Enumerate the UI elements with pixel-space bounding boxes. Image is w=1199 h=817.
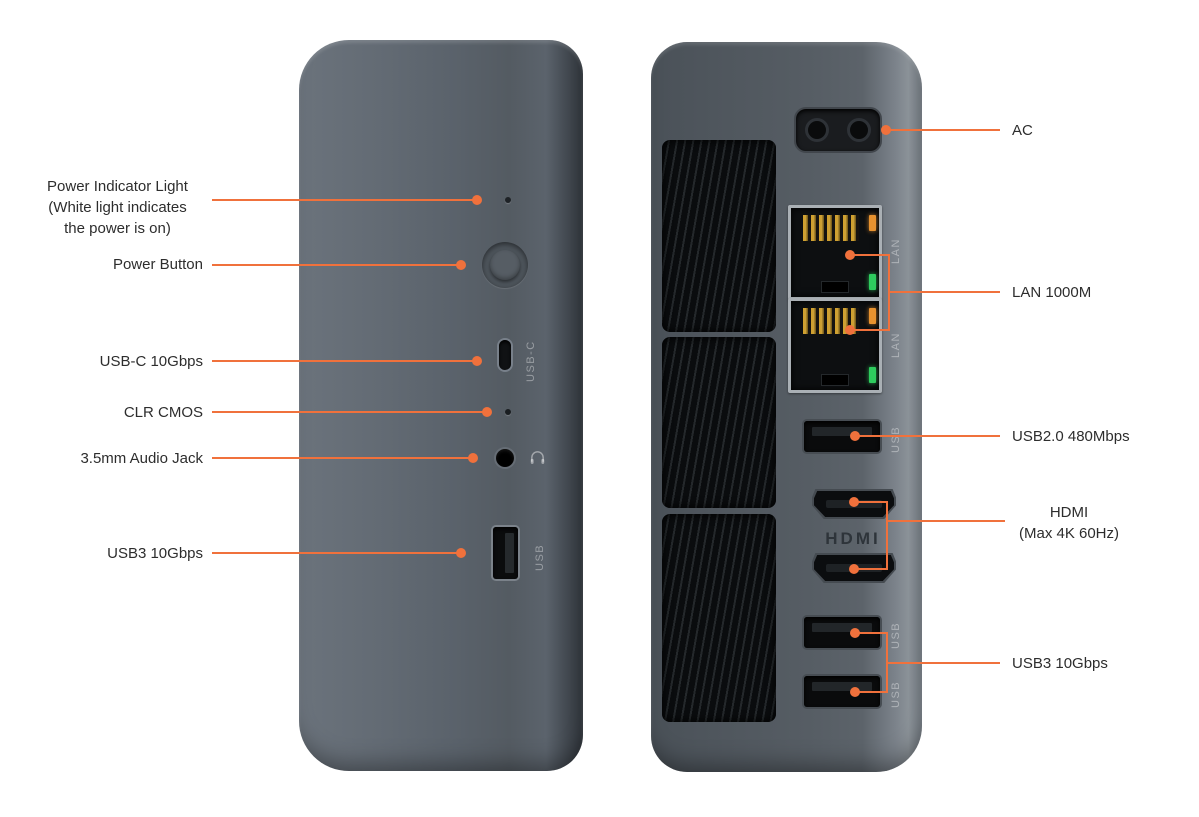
ac-pin [847, 118, 871, 142]
callout-dot-hdmi-2 [849, 564, 859, 574]
callout-stub-lan-2 [850, 329, 888, 331]
rear-panel-view: LAN LAN USB HDMI USB [651, 42, 922, 772]
usb3-port-1-label: USB [890, 621, 902, 649]
callout-line-lan [888, 291, 1000, 293]
lan-led-orange [869, 308, 876, 324]
callout-stub-lan-1 [850, 254, 888, 256]
callout-label-lan: LAN 1000M [1012, 284, 1092, 301]
usb-a-tongue [505, 533, 514, 573]
callout-label-usb3-rear: USB3 10Gbps [1012, 655, 1108, 672]
callout-line-clr-cmos [212, 411, 487, 413]
callout-dot-ac [881, 125, 891, 135]
ac-pin [805, 118, 829, 142]
headphone-icon [530, 451, 545, 464]
usb-c-port-label: USB-C [525, 340, 537, 382]
callout-dot-power-button [456, 260, 466, 270]
callout-bracket-hdmi [886, 501, 888, 570]
callout-dot-usb-c [472, 356, 482, 366]
callout-dot-usb3-rear-1 [850, 628, 860, 638]
callout-label-usb2: USB2.0 480Mbps [1012, 428, 1130, 445]
lan-port-1-label: LAN [890, 238, 902, 264]
power-indicator-label-line2: (White light indicates [48, 199, 187, 216]
callout-label-clr-cmos: CLR CMOS [123, 404, 203, 421]
callout-line-power-indicator [212, 199, 477, 201]
vent-grille-middle [662, 337, 776, 508]
callout-line-power-button [212, 264, 461, 266]
usb-tongue [812, 682, 872, 691]
audio-jack-port [496, 449, 514, 467]
callout-stub-usb3-rear-1 [855, 632, 888, 634]
callout-stub-hdmi-1 [854, 501, 888, 503]
callout-line-usb3-front [212, 552, 461, 554]
usb-a-port [493, 527, 518, 579]
usb-a-port-label: USB [534, 543, 546, 571]
hdmi-label-line1: HDMI [1049, 504, 1089, 521]
callout-label-hdmi: HDMI (Max 4K 60Hz) [1003, 502, 1135, 544]
power-indicator-label-line1: Power Indicator Light [47, 178, 188, 195]
usb2-port-label: USB [890, 425, 902, 453]
lan-port-1 [788, 205, 882, 300]
lan-led-orange [869, 215, 876, 231]
callout-line-usb3-rear [886, 662, 1000, 664]
ac-power-inlet [794, 107, 882, 153]
callout-line-usb-c [212, 360, 477, 362]
callout-dot-usb3-rear-2 [850, 687, 860, 697]
usb-c-port [499, 340, 511, 370]
callout-stub-usb3-rear-2 [855, 691, 888, 693]
callout-label-audio-jack: 3.5mm Audio Jack [80, 450, 203, 467]
clr-cmos-pinhole [505, 409, 511, 415]
callout-line-ac [886, 129, 1000, 131]
callout-line-audio-jack [212, 457, 473, 459]
callout-dot-lan-2 [845, 325, 855, 335]
hdmi-label-line2: (Max 4K 60Hz) [1018, 525, 1120, 542]
usb-tongue [812, 427, 872, 436]
lan-contact-pins [803, 215, 859, 241]
front-panel-view: USB-C USB [299, 40, 583, 771]
usb-tongue [812, 623, 872, 632]
lan-clip-notch [821, 281, 849, 293]
callout-dot-usb3-front [456, 548, 466, 558]
power-indicator-light [505, 197, 511, 203]
callout-dot-audio-jack [468, 453, 478, 463]
lan-port-2 [788, 298, 882, 393]
power-button [482, 242, 528, 288]
callout-label-power-indicator: Power Indicator Light (White light indic… [30, 176, 205, 239]
callout-dot-lan-1 [845, 250, 855, 260]
hdmi-embossed-text: HDMI [825, 529, 881, 548]
callout-dot-usb2 [850, 431, 860, 441]
callout-label-usb3-front: USB3 10Gbps [107, 545, 203, 562]
usb3-port-2-label: USB [890, 680, 902, 708]
power-indicator-label-line3: the power is on) [64, 220, 171, 237]
callout-dot-power-indicator [472, 195, 482, 205]
lan-led-green [869, 274, 876, 290]
callout-label-ac: AC [1012, 122, 1033, 139]
callout-dot-hdmi-1 [849, 497, 859, 507]
vent-grille-top [662, 140, 776, 332]
callout-dot-clr-cmos [482, 407, 492, 417]
vent-grille-bottom [662, 514, 776, 722]
lan-clip-notch [821, 374, 849, 386]
callout-line-usb2 [855, 435, 1000, 437]
lan-port-2-label: LAN [890, 332, 902, 358]
lan-led-green [869, 367, 876, 383]
callout-line-hdmi [886, 520, 1005, 522]
callout-stub-hdmi-2 [854, 568, 888, 570]
callout-label-usb-c: USB-C 10Gbps [99, 353, 203, 370]
callout-label-power-button: Power Button [112, 256, 203, 273]
